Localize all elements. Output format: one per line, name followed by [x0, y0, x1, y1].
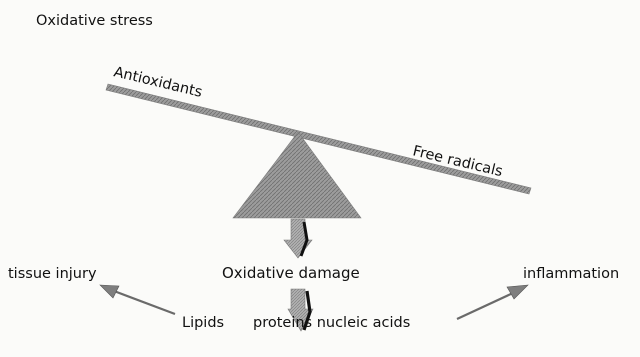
arrow-lipids-to-tissue-injury [99, 284, 176, 316]
proteins-nucleic-acids-label: proteins nucleic acids [253, 315, 410, 331]
antioxidants-label: Antioxidants [112, 64, 204, 101]
arrow-to-oxidative-damage [283, 218, 313, 259]
oxidative-damage-label: Oxidative damage [222, 264, 360, 282]
lipids-label: Lipids [182, 315, 224, 331]
tissue-injury-label: tissue injury [8, 266, 97, 282]
arrow-to-targets [287, 288, 314, 332]
diagram-title: Oxidative stress [36, 13, 153, 29]
seesaw-beam [105, 83, 532, 195]
arrow-nucleic-acids-to-inflammation [456, 284, 529, 320]
inflammation-label: inflammation [523, 266, 619, 282]
fulcrum-triangle [232, 131, 362, 219]
